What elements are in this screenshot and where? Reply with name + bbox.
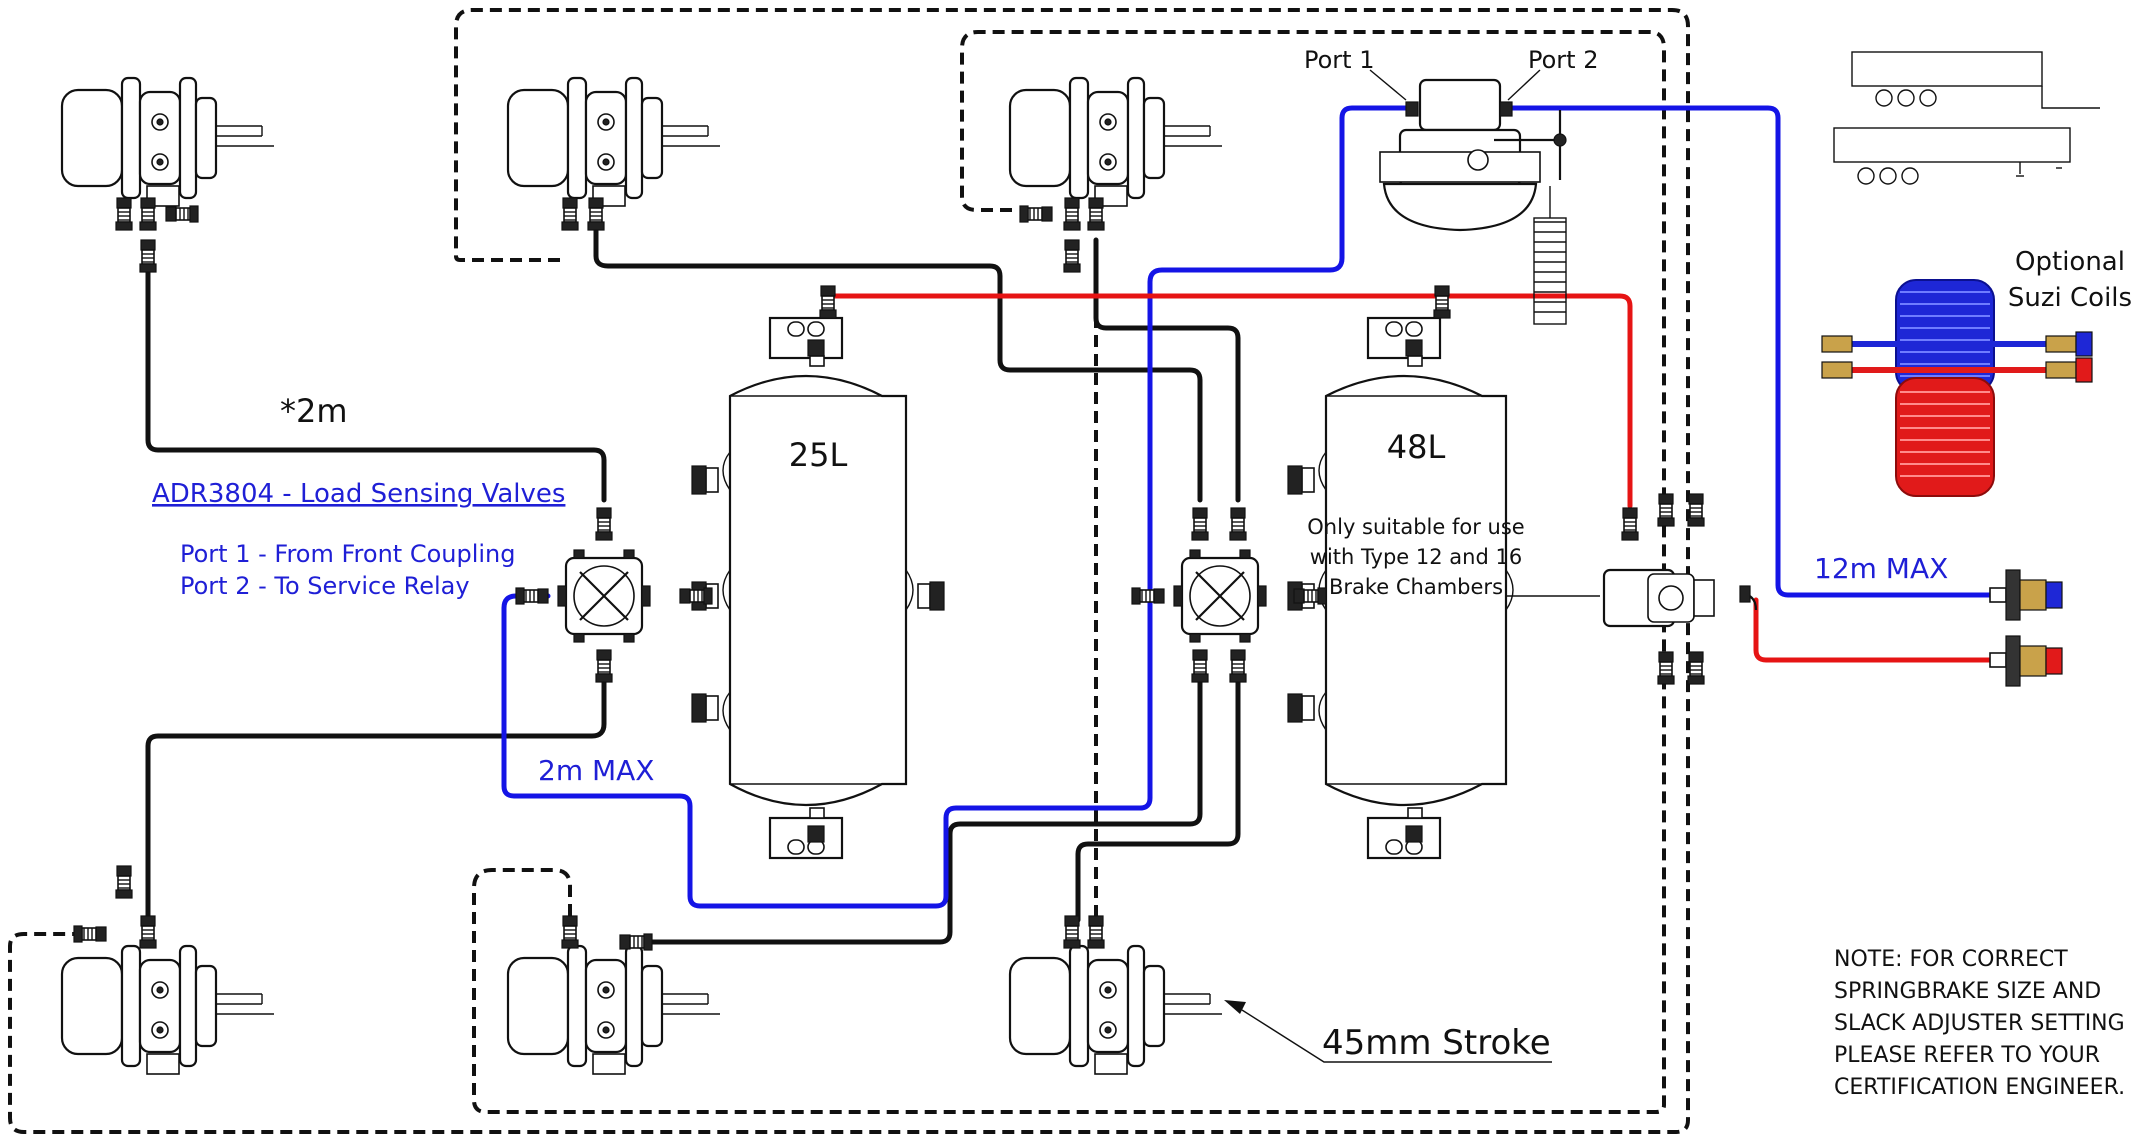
blue-control-lines (501, 105, 1993, 909)
red-supply-lines (825, 293, 1993, 663)
tee-fittings-red-line (819, 285, 1451, 319)
emergency-relay-valve (1602, 493, 1758, 685)
optional-label-2: Suzi Coils (2008, 283, 2132, 313)
port1-label: Port 1 (1304, 46, 1374, 74)
port2-label: Port 2 (1528, 46, 1598, 74)
chamber-rear-right (1008, 915, 1224, 1076)
optional-label-1: Optional (2015, 247, 2125, 277)
chamber-front-left (60, 76, 276, 273)
load-sensing-valve-left (515, 507, 713, 683)
tank-note-line-2: with Type 12 and 16 (1310, 545, 1522, 569)
dashed-emergency-lines (8, 8, 1690, 1134)
stroke-leader-line (1241, 1009, 1552, 1063)
service-relay-valve (1379, 78, 1567, 325)
note-line-5: CERTIFICATION ENGINEER. (1834, 1075, 2125, 1100)
tank-note-line-3: Brake Chambers (1329, 575, 1503, 599)
coupling-blue (1989, 569, 2063, 621)
note-line-4: PLEASE REFER TO YOUR (1834, 1043, 2100, 1068)
port1-leader (1369, 69, 1407, 101)
note-line-2: SPRINGBRAKE SIZE AND (1834, 979, 2101, 1004)
length-12m-max-label: 12m MAX (1814, 552, 1948, 585)
trailer-icons (1833, 51, 2100, 185)
length-2m-max-label: 2m MAX (538, 754, 654, 787)
black-service-lines (145, 227, 1241, 945)
suzi-coils (1821, 279, 2093, 497)
tank-48l (1287, 316, 1600, 860)
chamber-front-right (1008, 76, 1224, 273)
length-2m-label: *2m (280, 392, 348, 430)
tank-note-line-1: Only suitable for use (1307, 515, 1524, 539)
port2-leader (1507, 69, 1541, 101)
tank-25l (691, 316, 945, 860)
stroke-arrowhead (1224, 1000, 1246, 1014)
tank-48l-label: 48L (1387, 428, 1446, 466)
load-sensing-valve-right (1131, 507, 1327, 683)
coupling-red (1989, 635, 2063, 687)
stroke-label: 45mm Stroke (1322, 1023, 1551, 1063)
port-note-2: Port 2 - To Service Relay (180, 572, 470, 600)
tank-25l-label: 25L (789, 436, 848, 474)
note-line-1: NOTE: FOR CORRECT (1834, 947, 2068, 972)
chamber-front-middle (506, 76, 722, 231)
port-note-1: Port 1 - From Front Coupling (180, 540, 515, 568)
note-line-3: SLACK ADJUSTER SETTING (1834, 1011, 2125, 1036)
valve-title: ADR3804 - Load Sensing Valves (152, 479, 565, 509)
chamber-rear-left (60, 865, 276, 1076)
